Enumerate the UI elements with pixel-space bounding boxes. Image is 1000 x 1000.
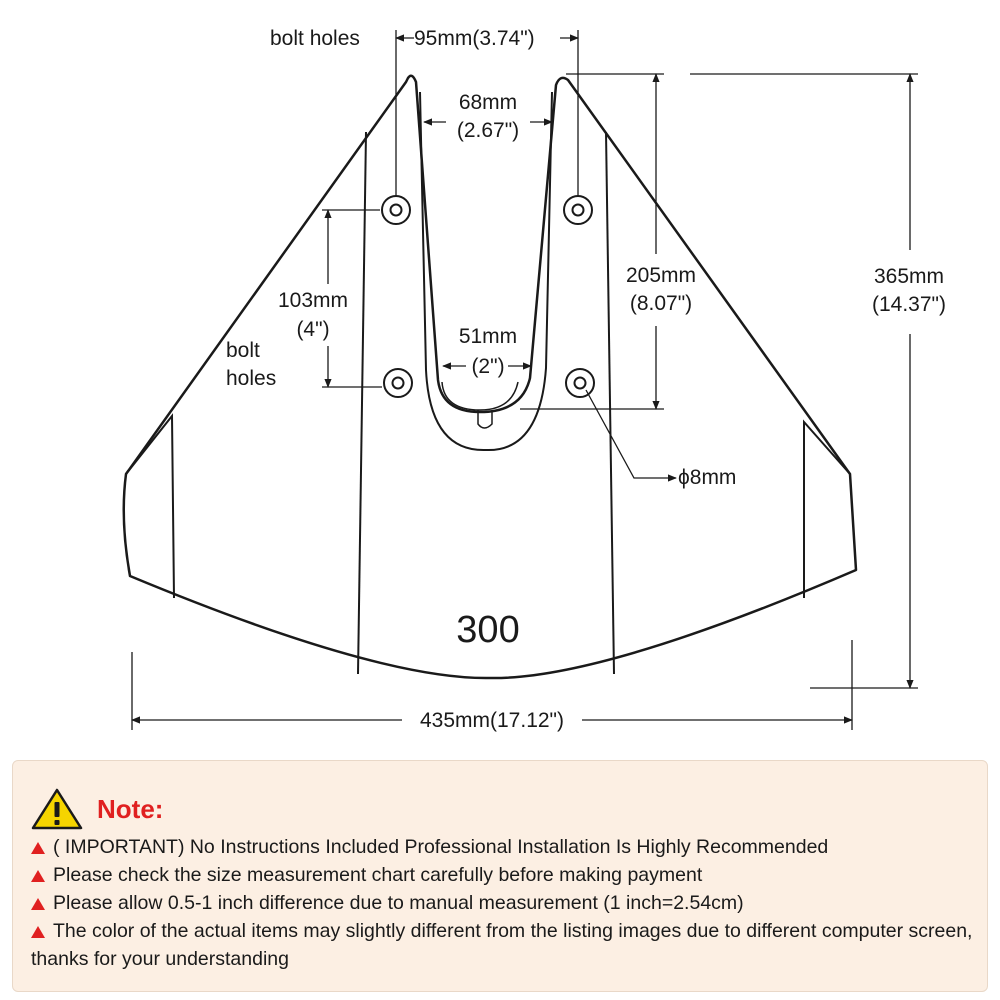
note-item: Please allow 0.5-1 inch difference due t… xyxy=(31,889,973,917)
bolt-hole-bottom-left xyxy=(383,368,413,398)
label-bolt-holes-top: bolt holes xyxy=(270,27,360,50)
note-item-text: The color of the actual items may slight… xyxy=(31,920,973,970)
dim-103mm-inch: (4") xyxy=(296,318,329,341)
bullet-triangle-icon xyxy=(31,898,45,910)
note-item: The color of the actual items may slight… xyxy=(31,917,973,973)
note-item: ( IMPORTANT) No Instructions Included Pr… xyxy=(31,833,973,861)
note-item-text: ( IMPORTANT) No Instructions Included Pr… xyxy=(53,836,829,858)
dimension-lines xyxy=(131,30,918,730)
note-item: Please check the size measurement chart … xyxy=(31,861,973,889)
hydrofoil-outline xyxy=(122,74,858,680)
bolt-hole-top-left xyxy=(381,195,411,225)
label-bolt-holes-side: bolt xyxy=(226,339,260,362)
dim-51mm-inch: (2") xyxy=(471,355,504,378)
dim-51mm: 51mm xyxy=(459,325,517,348)
note-panel: Note: ( IMPORTANT) No Instructions Inclu… xyxy=(12,760,988,992)
bullet-triangle-icon xyxy=(31,842,45,854)
dim-365mm-inch: (14.37") xyxy=(872,293,946,316)
bolt-hole-top-right xyxy=(563,195,593,225)
hydrofoil-panel-lines xyxy=(125,91,851,675)
note-title: Note: xyxy=(97,793,164,824)
dim-435mm: 435mm(17.12") xyxy=(420,709,564,732)
dim-103mm: 103mm xyxy=(278,289,348,312)
bolt-hole-bottom-right xyxy=(565,368,595,398)
dim-hole-diameter: ϕ8mm xyxy=(678,466,736,489)
warning-triangle-icon xyxy=(31,788,83,830)
bullet-triangle-icon xyxy=(31,926,45,938)
note-item-text: Please check the size measurement chart … xyxy=(53,864,703,886)
dim-95mm: 95mm(3.74") xyxy=(414,27,535,50)
label-bolt-holes-side-2: holes xyxy=(226,367,276,390)
hydrofoil-dimension-diagram: bolt holes 95mm(3.74") 68mm (2.67") 205m… xyxy=(122,27,946,732)
dim-365mm: 365mm xyxy=(874,265,944,288)
dim-68mm-inch: (2.67") xyxy=(457,119,519,142)
bullet-triangle-icon xyxy=(31,870,45,882)
dim-205mm-inch: (8.07") xyxy=(630,292,692,315)
note-item-text: Please allow 0.5-1 inch difference due t… xyxy=(53,892,744,914)
note-header: Note: xyxy=(31,787,163,831)
model-number: 300 xyxy=(456,609,519,651)
dim-205mm: 205mm xyxy=(626,264,696,287)
note-list: ( IMPORTANT) No Instructions Included Pr… xyxy=(31,833,973,973)
dim-68mm: 68mm xyxy=(459,91,517,114)
